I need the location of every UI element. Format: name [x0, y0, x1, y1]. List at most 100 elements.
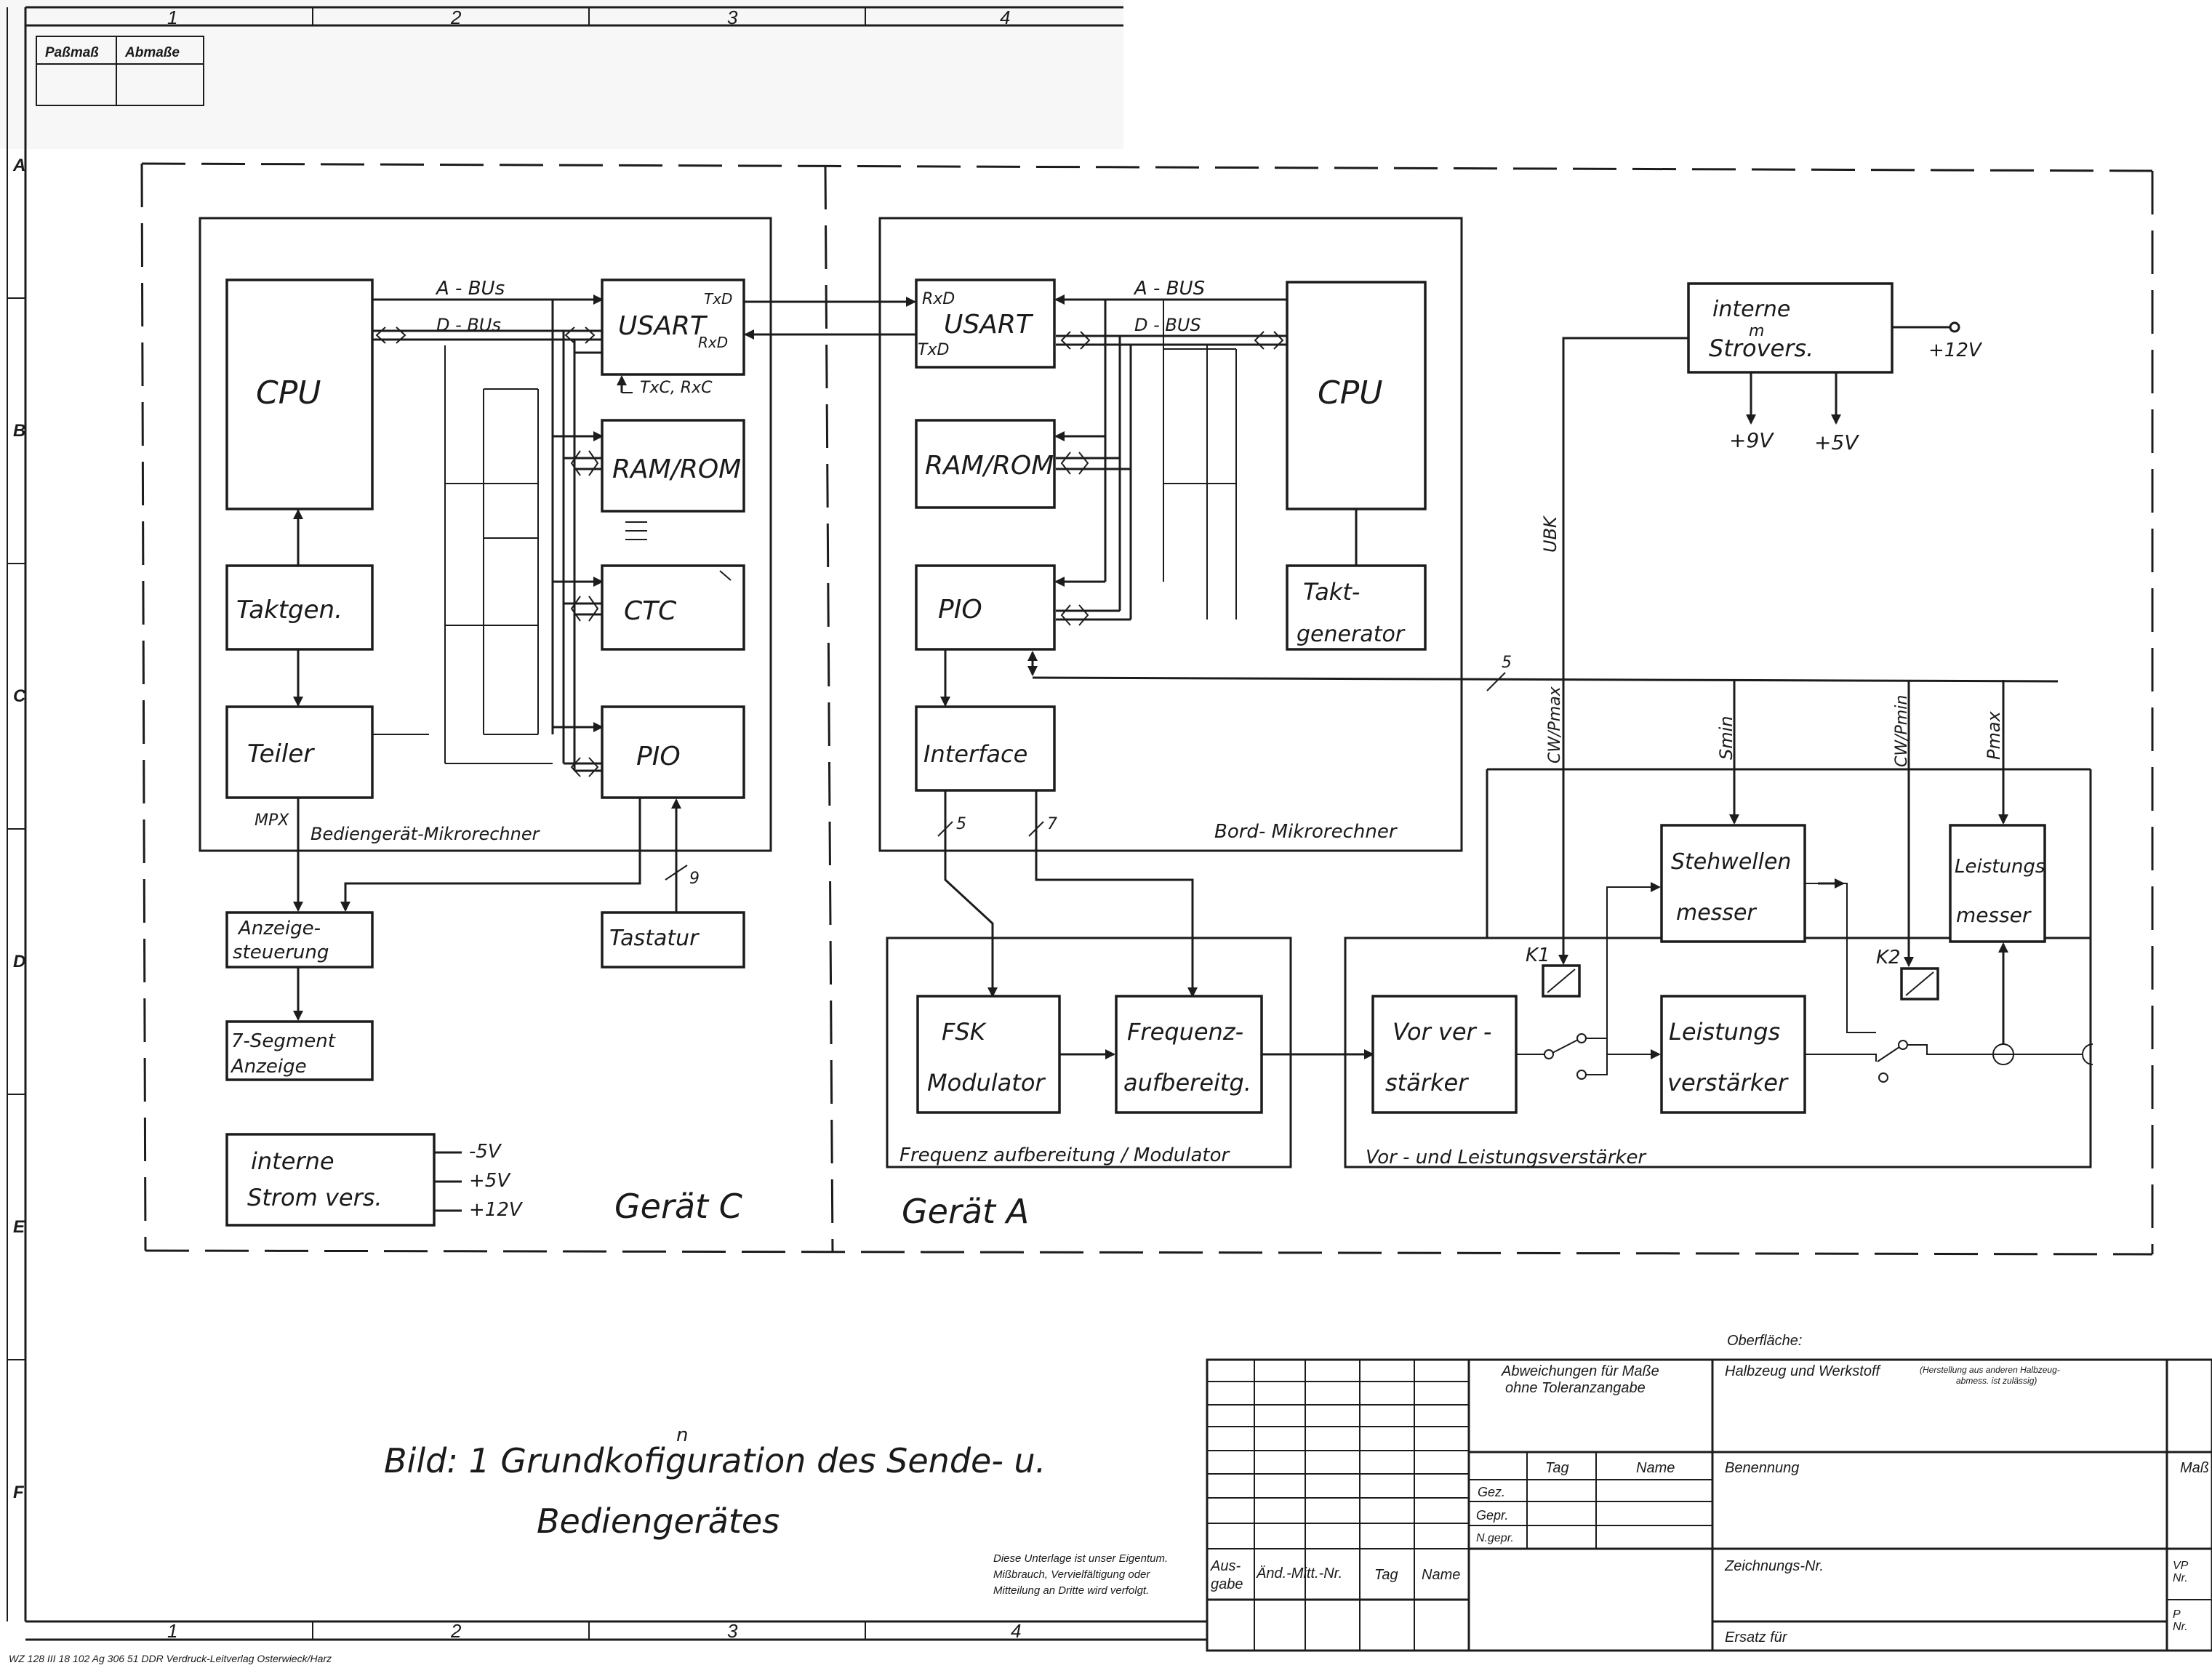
usart-link — [744, 297, 916, 340]
col-label: 1 — [167, 1620, 177, 1642]
c-7seg-1: 7-Segment — [231, 1030, 336, 1052]
a-interface-block — [915, 705, 1056, 792]
col-label: 4 — [1000, 7, 1010, 28]
tb-p: P — [2173, 1608, 2181, 1621]
notice-line3: Mitteilung an Dritte wird verfolgt. — [993, 1584, 1149, 1597]
c-taktgen-label: Taktgen. — [236, 596, 342, 625]
tb-zeichnungs-nr: Zeichnungs-Nr. — [1724, 1558, 1824, 1574]
table-header: Paßmaß — [45, 45, 99, 60]
leistungsmesser-block — [1949, 824, 2046, 943]
tb-mass: Maß — [2180, 1460, 2209, 1476]
tb-vp-nr: Nr. — [2173, 1572, 2188, 1584]
c-volt-1: -5V — [469, 1141, 502, 1163]
col-label: 1 — [167, 7, 177, 28]
notice-line1: Diese Unterlage ist unser Eigentum. — [993, 1552, 1168, 1565]
c-7segment-block — [225, 1020, 374, 1081]
notice-line2: Mißbrauch, Vervielfältigung oder — [993, 1568, 1150, 1581]
c-dbus-label: D - BUs — [436, 315, 501, 335]
title-block — [1206, 1358, 2212, 1652]
sig-smin: Smin — [1716, 716, 1736, 761]
tb-benennung: Benennung — [1725, 1460, 1799, 1476]
a-interface-label: Interface — [923, 740, 1027, 768]
amp-strom-mid: m — [1749, 322, 1764, 340]
tb-oberflaeche: Oberfläche: — [1727, 1333, 1802, 1349]
tb-tag: Tag — [1545, 1460, 1569, 1476]
vorverst-2: stärker — [1385, 1069, 1469, 1096]
c-microcomputer-frame — [199, 217, 772, 852]
relay-k1-label: K1 — [1526, 945, 1550, 966]
tb-aend: Änd.-Mitt.-Nr. — [1256, 1565, 1342, 1581]
sig-cw-pmax: CW/Pmax — [1546, 686, 1564, 763]
row-label: B — [13, 421, 25, 441]
c-section-label: Bediengerät-Mikrorechner — [310, 824, 541, 844]
c-ramrom-label: RAM/ROM — [612, 454, 741, 484]
tb-halbzeug-note-2: abmess. ist zulässig) — [1956, 1376, 2037, 1386]
c-device-title: Gerät C — [614, 1187, 742, 1226]
tb-abweichungen-2: ohne Toleranzangabe — [1505, 1380, 1646, 1396]
c-tastatur-label: Tastatur — [609, 926, 700, 951]
a-microcomputer-frame — [878, 217, 1463, 852]
a-bus7: 7 — [1047, 815, 1057, 833]
a-freq-2: aufbereitg. — [1123, 1069, 1251, 1096]
a-abus-label: A - BUS — [1133, 278, 1205, 300]
table-header: Abmaße — [124, 45, 180, 60]
amplifier — [1344, 282, 2093, 1168]
a-usart-label: USART — [944, 310, 1034, 340]
c-teiler-block — [225, 705, 374, 799]
a-usart-rxd: RxD — [922, 290, 955, 308]
c-pio-block — [601, 705, 745, 799]
row-label: F — [13, 1483, 25, 1502]
a-fsk-2: Modulator — [927, 1069, 1046, 1096]
c-anzeigesteuerung-block — [225, 911, 374, 969]
c-tastatur-bus: 9 — [689, 870, 700, 888]
a-ramrom-label: RAM/ROM — [925, 451, 1054, 481]
tb-halbzeug-note-1: (Herstellung aus anderen Halbzeug- — [1920, 1365, 2060, 1375]
caption-insert-mark: n — [676, 1424, 688, 1446]
device-borders — [140, 162, 2154, 1256]
stehwellenmesser-block — [1660, 824, 1806, 943]
tb-name2: Name — [1422, 1567, 1460, 1583]
c-mpx-label: MPX — [255, 811, 289, 830]
amp-stromvers-block — [1687, 282, 1894, 374]
c-ramrom-block — [601, 419, 745, 513]
amp-strom-1: interne — [1712, 297, 1790, 322]
frame-labels: 1 2 3 4 1 2 3 4 A B C D E F Paßmaß Abmaß… — [12, 7, 1021, 1642]
c-txc-rxc: TxC, RxC — [640, 379, 713, 397]
a-device-title: Gerät A — [902, 1192, 1029, 1231]
c-ctc-block — [601, 564, 745, 651]
a-dbus-label: D - BUS — [1134, 315, 1201, 335]
a-ramrom-block — [915, 419, 1056, 509]
amp-ubk: UBK — [1540, 515, 1560, 553]
leistungsverst-2: verstärker — [1667, 1069, 1789, 1096]
a-takt-1: Takt- — [1303, 578, 1360, 606]
c-abus-label: A - BUs — [435, 278, 505, 300]
tb-vp: VP — [2173, 1560, 2189, 1572]
vorverst-1: Vor ver - — [1392, 1018, 1491, 1046]
col-label: 3 — [727, 1620, 738, 1642]
col-label: 3 — [727, 7, 738, 28]
row-label: C — [13, 686, 26, 706]
a-freq-1: Frequenz- — [1127, 1018, 1243, 1046]
c-cpu-block — [225, 278, 374, 510]
c-usart-rxd: RxD — [698, 334, 728, 351]
tb-ersatz: Ersatz für — [1725, 1629, 1788, 1645]
sig-cw-pmin: CW/Pmin — [1893, 695, 1911, 767]
a-bus5-right: 5 — [1502, 654, 1512, 672]
tb-gepr: Gepr. — [1476, 1508, 1508, 1523]
tb-halbzeug: Halbzeug und Werkstoff — [1725, 1363, 1882, 1379]
c-ctc-label: CTC — [624, 596, 677, 626]
frequenz-block — [1115, 995, 1263, 1114]
col-label: 4 — [1011, 1620, 1021, 1642]
row-label: A — [12, 156, 25, 175]
tb-ngepr: N.gepr. — [1476, 1532, 1514, 1544]
caption-line1: Bild: 1 Grundkofiguration des Sende- u. — [384, 1441, 1046, 1480]
c-usart-label: USART — [618, 311, 708, 341]
amp-v12: +12V — [1928, 340, 1983, 361]
c-usart-txd: TxD — [704, 290, 732, 308]
footer-print-note: WZ 128 III 18 102 Ag 306 51 DDR Verdruck… — [9, 1653, 332, 1664]
leistungsmesser-2: messer — [1956, 903, 2032, 927]
c-stromvers-block — [225, 1133, 436, 1227]
leistungsmesser-1: Leistungs — [1955, 856, 2045, 878]
sig-pmax: Pmax — [1984, 710, 2004, 760]
